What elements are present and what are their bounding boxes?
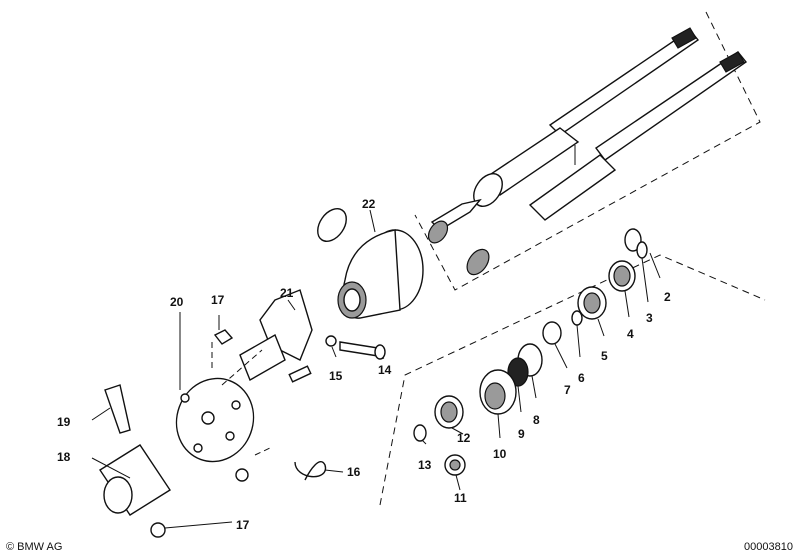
leader-lines bbox=[91, 209, 661, 529]
flange-assembly bbox=[99, 342, 326, 538]
upper-shaft-long bbox=[427, 27, 700, 244]
callout-18: 18 bbox=[57, 450, 71, 464]
callout-labels: 2 3 4 5 6 7 8 9 10 11 12 13 14 15 16 17 … bbox=[57, 197, 671, 532]
rubber-boot bbox=[337, 229, 424, 319]
callout-13: 13 bbox=[418, 458, 432, 472]
callout-14: 14 bbox=[378, 363, 392, 377]
shaft-frame bbox=[414, 11, 761, 291]
copyright-notice: © BMW AG bbox=[6, 541, 63, 553]
callout-16: 16 bbox=[347, 465, 361, 479]
callout-19: 19 bbox=[57, 415, 71, 429]
callout-15: 15 bbox=[329, 369, 343, 383]
callout-17-top: 17 bbox=[211, 293, 225, 307]
bearing-frame bbox=[379, 254, 766, 506]
callout-22: 22 bbox=[362, 197, 376, 211]
callout-4: 4 bbox=[627, 327, 634, 341]
clamp-assembly bbox=[213, 289, 386, 383]
callout-5: 5 bbox=[601, 349, 608, 363]
bearing-parts bbox=[413, 228, 648, 476]
callout-12: 12 bbox=[457, 431, 471, 445]
callout-9: 9 bbox=[518, 427, 525, 441]
lower-shaft bbox=[317, 51, 748, 276]
callout-21: 21 bbox=[280, 286, 294, 300]
callout-17-bottom: 17 bbox=[236, 518, 250, 532]
callout-10: 10 bbox=[493, 447, 507, 461]
callout-20: 20 bbox=[170, 295, 184, 309]
callout-7: 7 bbox=[564, 383, 571, 397]
callout-11: 11 bbox=[454, 491, 467, 505]
callout-8: 8 bbox=[533, 413, 540, 427]
drawing-number: 00003810 bbox=[744, 541, 793, 553]
callout-6: 6 bbox=[578, 371, 585, 385]
callout-3: 3 bbox=[646, 311, 653, 325]
callout-2: 2 bbox=[664, 290, 671, 304]
